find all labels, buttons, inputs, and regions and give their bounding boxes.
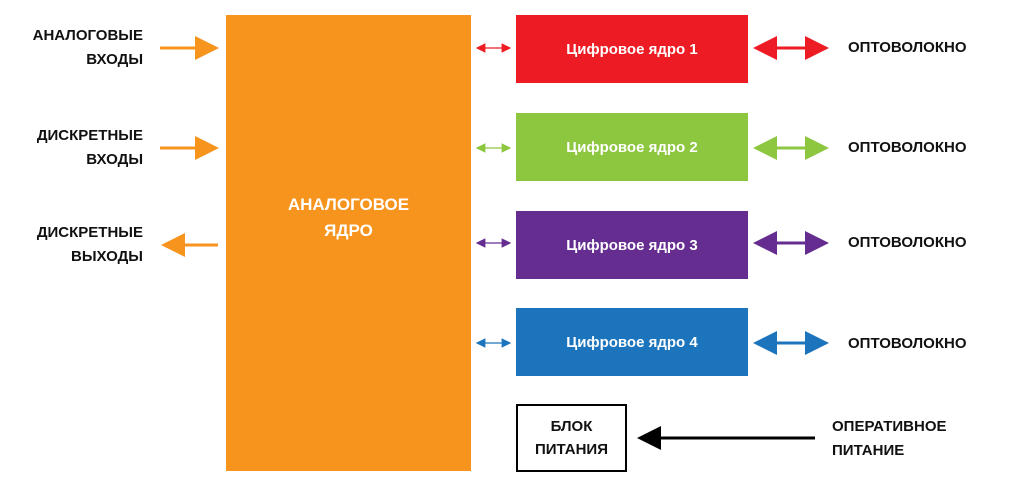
fiber-label-1: ОПТОВОЛОКНО	[848, 39, 967, 56]
label-line: ДИСКРЕТНЫЕ	[36, 224, 143, 241]
fiber-label-2: ОПТОВОЛОКНО	[848, 139, 967, 156]
analog-core-block: АНАЛОГОВОЕ ЯДРО	[226, 15, 471, 471]
discrete-outputs-label: ДИСКРЕТНЫЕ ВЫХОДЫ	[0, 221, 143, 269]
digital-core-label: Цифровое ядро 1	[566, 40, 698, 58]
label-line: ВЫХОДЫ	[71, 248, 143, 265]
discrete-inputs-label: ДИСКРЕТНЫЕ ВХОДЫ	[0, 124, 143, 172]
power-block: БЛОК ПИТАНИЯ	[516, 404, 627, 472]
operative-power-label: ОПЕРАТИВНОЕ ПИТАНИЕ	[832, 415, 947, 463]
label-line: ВХОДЫ	[86, 151, 143, 168]
label-line: ВХОДЫ	[86, 51, 143, 68]
fiber-label-4: ОПТОВОЛОКНО	[848, 335, 967, 352]
label-line: ДИСКРЕТНЫЕ	[36, 127, 143, 144]
fiber-label-3: ОПТОВОЛОКНО	[848, 234, 967, 251]
digital-core-1: Цифровое ядро 1	[516, 15, 748, 83]
digital-core-label: Цифровое ядро 4	[566, 333, 698, 351]
analog-inputs-label: АНАЛОГОВЫЕ ВХОДЫ	[0, 24, 143, 72]
digital-core-label: Цифровое ядро 2	[566, 138, 698, 156]
digital-core-3: Цифровое ядро 3	[516, 211, 748, 279]
digital-core-2: Цифровое ядро 2	[516, 113, 748, 181]
label-line: ОПЕРАТИВНОЕ	[832, 418, 947, 435]
power-block-label: ПИТАНИЯ	[534, 441, 608, 458]
digital-core-4: Цифровое ядро 4	[516, 308, 748, 376]
label-line: ПИТАНИЕ	[832, 442, 905, 459]
label-line: АНАЛОГОВЫЕ	[32, 27, 143, 44]
digital-core-label: Цифровое ядро 3	[566, 236, 698, 254]
analog-core-title: ЯДРО	[324, 221, 373, 240]
power-block-label: БЛОК	[550, 418, 593, 435]
analog-core-title: АНАЛОГОВОЕ	[287, 195, 410, 214]
